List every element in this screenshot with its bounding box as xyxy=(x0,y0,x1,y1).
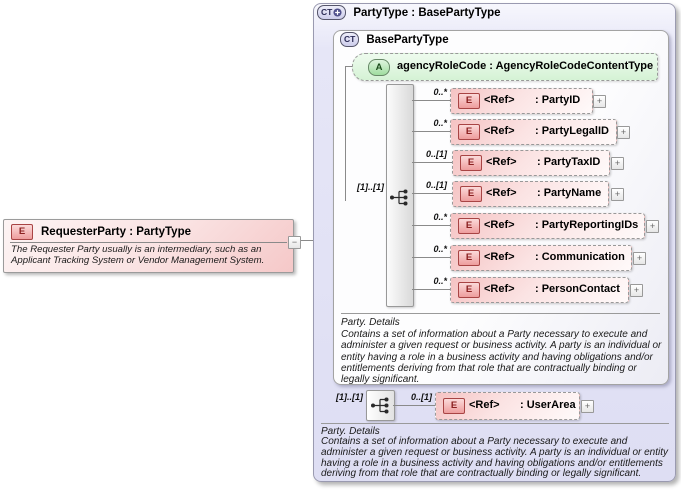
element-communication[interactable]: E <Ref> : Communication xyxy=(450,245,632,271)
attribute-agencyrolecode[interactable]: A agencyRoleCode : AgencyRoleCodeContent… xyxy=(352,53,658,81)
element-partyname[interactable]: E <Ref> : PartyName xyxy=(452,181,609,207)
sequence-compositor[interactable] xyxy=(386,84,414,307)
cardinality-label: 0..[1] xyxy=(410,392,432,402)
element-ref-label: <Ref> xyxy=(484,251,515,263)
cardinality-label: 0..* xyxy=(433,244,447,254)
divider xyxy=(321,423,669,424)
connector-line xyxy=(393,405,435,406)
annotation-text: Contains a set of information about a Pa… xyxy=(341,329,662,386)
element-name: : PartyID xyxy=(535,94,581,106)
element-icon: E xyxy=(460,186,482,202)
connector-line xyxy=(345,66,346,201)
expand-button[interactable]: + xyxy=(630,284,643,297)
divider xyxy=(341,313,660,314)
partytype-header: CT PartyType : BasePartyType xyxy=(317,5,501,20)
element-icon: E xyxy=(460,155,482,171)
requester-party-annotation: The Requester Party usually is an interm… xyxy=(11,244,265,266)
element-icon: E xyxy=(458,124,480,140)
connector-line xyxy=(412,257,450,258)
annotation-title: Party. Details xyxy=(341,317,400,328)
sequence-icon xyxy=(371,397,389,414)
connector-line xyxy=(412,225,450,226)
element-icon: E xyxy=(11,224,33,240)
connector-line xyxy=(412,289,450,290)
element-userarea[interactable]: E <Ref> : UserArea xyxy=(435,392,580,420)
element-icon: E xyxy=(458,218,480,234)
element-ref-label: <Ref> xyxy=(486,156,517,168)
complextype-icon: CT xyxy=(340,32,360,47)
sequence-compositor[interactable] xyxy=(366,390,395,421)
occurrence-label: [1]..[1] xyxy=(336,392,363,402)
connector-line xyxy=(412,131,450,132)
basepartytype-header: CT BasePartyType xyxy=(340,32,449,47)
element-name: : Communication xyxy=(535,251,625,263)
cardinality-label: 0..* xyxy=(433,87,447,97)
element-name: : PartyTaxID xyxy=(537,156,601,168)
element-ref-label: <Ref> xyxy=(484,125,515,137)
element-name: : UserArea xyxy=(520,399,576,411)
element-name: : PartyName xyxy=(537,187,602,199)
attribute-icon: A xyxy=(368,59,390,76)
expand-button[interactable]: + xyxy=(611,188,624,201)
element-partyid[interactable]: E <Ref> : PartyID xyxy=(450,88,593,114)
requester-party-element[interactable]: E RequesterParty : PartyType The Request… xyxy=(3,219,294,273)
connector-line xyxy=(298,240,327,241)
annotation-title: Party. Details xyxy=(321,426,380,437)
element-name: : PartyReportingIDs xyxy=(535,219,639,231)
element-name: : PartyLegalID xyxy=(535,125,609,137)
element-icon: E xyxy=(443,398,465,414)
occurrence-label: [1]..[1] xyxy=(357,182,384,192)
requester-party-title: RequesterParty : PartyType xyxy=(41,226,191,238)
element-icon: E xyxy=(458,93,480,109)
expand-button[interactable]: + xyxy=(611,157,624,170)
basepartytype-title: BasePartyType xyxy=(366,33,449,46)
expand-button[interactable]: + xyxy=(617,126,630,139)
element-personcontact[interactable]: E <Ref> : PersonContact xyxy=(450,277,629,303)
element-name: : PersonContact xyxy=(535,283,620,295)
connector-line xyxy=(412,100,450,101)
element-ref-label: <Ref> xyxy=(484,219,515,231)
attribute-label: agencyRoleCode : AgencyRoleCodeContentTy… xyxy=(397,60,654,72)
requester-party-header: E RequesterParty : PartyType xyxy=(11,224,191,240)
expand-button[interactable]: + xyxy=(633,252,646,265)
expand-button[interactable]: + xyxy=(581,400,594,413)
cardinality-label: 0..* xyxy=(433,276,447,286)
element-icon: E xyxy=(458,282,480,298)
ct-badge-label: CT xyxy=(344,34,356,44)
partytype-title: PartyType : BasePartyType xyxy=(353,6,501,19)
element-partytaxid[interactable]: E <Ref> : PartyTaxID xyxy=(452,150,610,176)
cardinality-label: 0..[1] xyxy=(425,180,447,190)
expand-button[interactable]: + xyxy=(646,220,659,233)
element-ref-label: <Ref> xyxy=(486,187,517,199)
connector-line xyxy=(345,66,354,67)
ct-badge-label: CT xyxy=(321,7,333,17)
collapse-button[interactable]: − xyxy=(288,236,301,249)
cardinality-label: 0..* xyxy=(433,118,447,128)
divider xyxy=(10,242,287,243)
annotation-text: Contains a set of information about a Pa… xyxy=(321,436,669,480)
plus-circle-icon xyxy=(333,8,342,17)
sequence-icon xyxy=(390,189,408,206)
element-ref-label: <Ref> xyxy=(469,399,500,411)
cardinality-label: 0..* xyxy=(433,212,447,222)
connector-line xyxy=(412,193,452,194)
cardinality-label: 0..[1] xyxy=(425,149,447,159)
element-partylegalid[interactable]: E <Ref> : PartyLegalID xyxy=(450,119,617,145)
expand-button[interactable]: + xyxy=(593,95,606,108)
connector-line xyxy=(412,162,452,163)
complextype-derived-icon: CT xyxy=(317,5,347,20)
element-ref-label: <Ref> xyxy=(484,94,515,106)
element-icon: E xyxy=(458,250,480,266)
element-partyreportingids[interactable]: E <Ref> : PartyReportingIDs xyxy=(450,213,645,239)
element-ref-label: <Ref> xyxy=(484,283,515,295)
